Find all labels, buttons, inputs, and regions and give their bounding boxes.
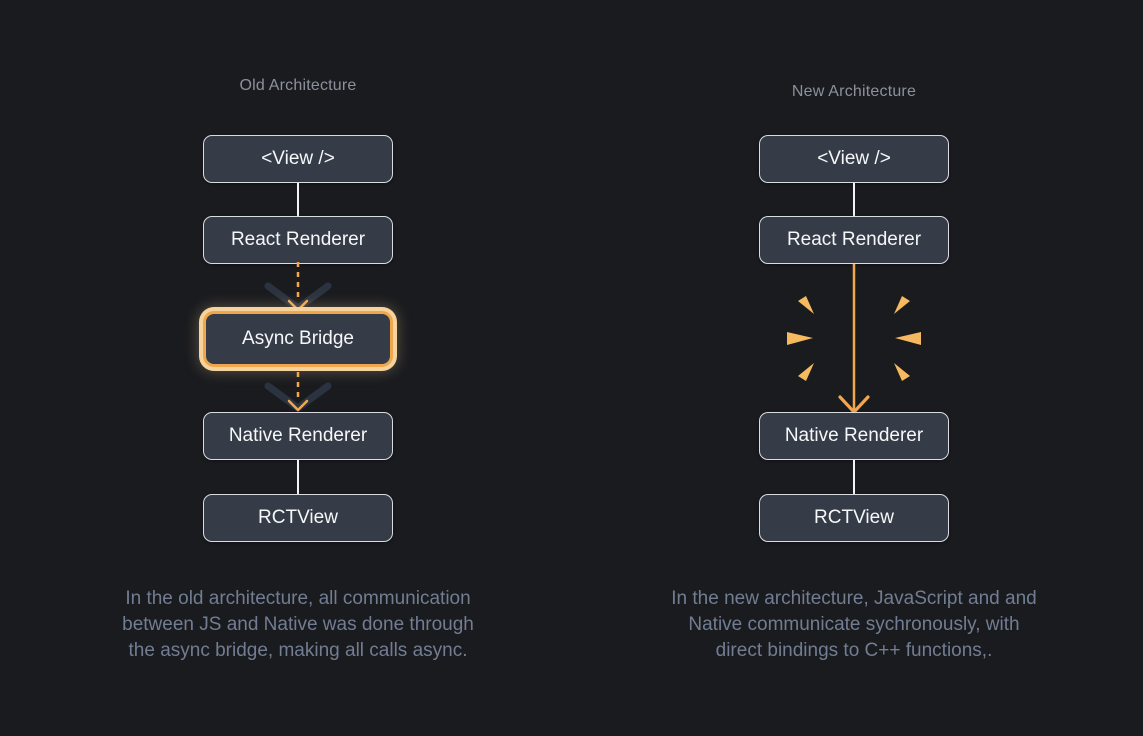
old-node-native-renderer: Native Renderer	[203, 412, 393, 460]
new-node-native-renderer: Native Renderer	[759, 412, 949, 460]
old-node-react-renderer: React Renderer	[203, 216, 393, 264]
new-node-react-renderer: React Renderer	[759, 216, 949, 264]
old-architecture-title: Old Architecture	[239, 77, 357, 94]
dark-chevron-icon	[264, 382, 332, 412]
spark-icon	[787, 332, 813, 345]
spark-icon	[895, 332, 921, 345]
old-node-rctview: RCTView	[203, 494, 393, 542]
connector-line	[297, 183, 299, 216]
caption-line: between JS and Native was done through	[122, 614, 474, 635]
new-node-view: <View />	[759, 135, 949, 183]
dark-chevron-icon	[264, 282, 332, 312]
caption-line: In the old architecture, all communicati…	[125, 588, 471, 609]
async-dashed-arrow	[264, 262, 332, 312]
old-node-view: <View />	[203, 135, 393, 183]
arrowhead-icon	[287, 399, 309, 412]
connector-line	[853, 460, 855, 494]
caption-line: direct bindings to C++ functions,.	[715, 640, 993, 661]
spark-icon	[894, 296, 910, 314]
new-node-rctview: RCTView	[759, 494, 949, 542]
spark-icon	[798, 363, 814, 381]
arrowhead-icon	[287, 299, 309, 312]
caption-line: the async bridge, making all calls async…	[128, 640, 468, 661]
async-dashed-arrow	[264, 372, 332, 412]
new-architecture-caption: In the new architecture, JavaScript and …	[604, 586, 1104, 664]
old-architecture-caption: In the old architecture, all communicati…	[48, 586, 548, 664]
caption-line: Native communicate sychronously, with	[688, 614, 1020, 635]
new-architecture-title: New Architecture	[791, 83, 917, 100]
spark-icon	[798, 296, 814, 314]
connector-line	[853, 183, 855, 216]
old-node-async-bridge: Async Bridge	[203, 311, 393, 367]
spark-icon	[894, 363, 910, 381]
caption-line: In the new architecture, JavaScript and …	[671, 588, 1037, 609]
connector-line	[297, 460, 299, 494]
sync-arrow	[787, 264, 921, 414]
